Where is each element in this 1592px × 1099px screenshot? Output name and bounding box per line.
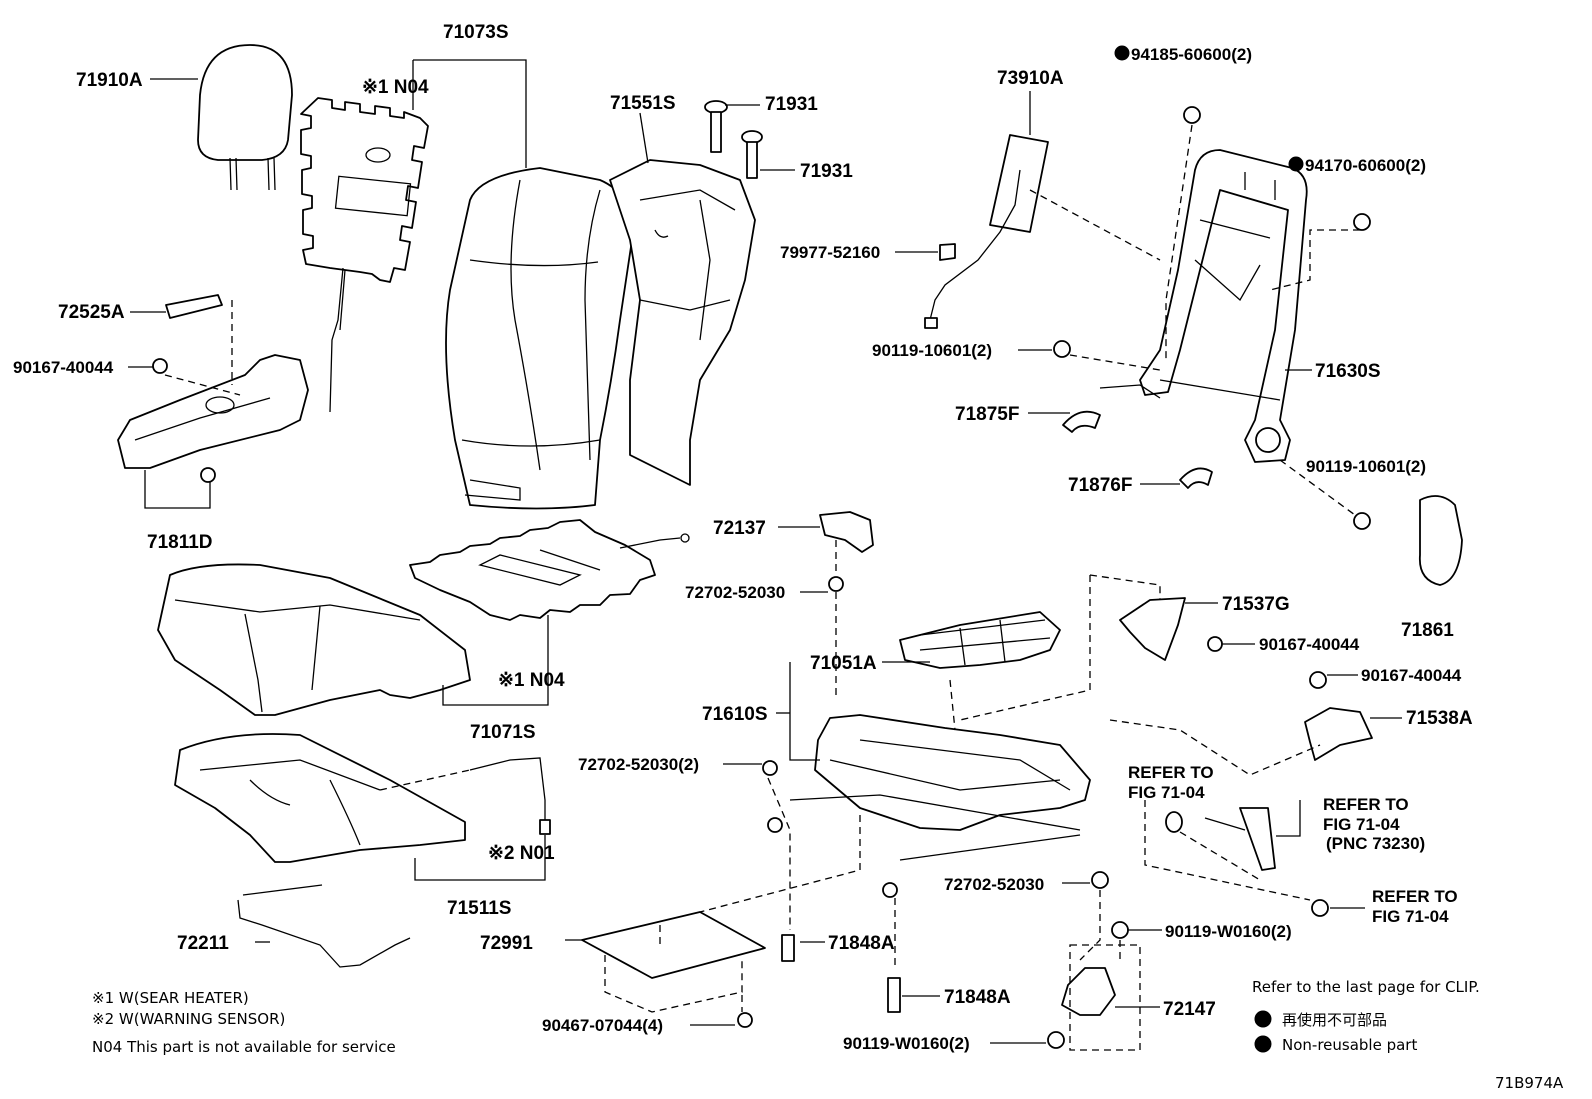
- non-reusable-mark-1: [1114, 45, 1130, 61]
- label-71630S: 71630S: [1315, 361, 1381, 382]
- label-72137: 72137: [713, 518, 766, 539]
- refer-low-line1: REFER TO: [1372, 887, 1458, 906]
- label-90467: 90467-07044(4): [542, 1016, 663, 1035]
- legend-note-2: ※2 W(WARNING SENSOR): [92, 1010, 285, 1028]
- label-90119-10601-upper: 90119-10601(2): [872, 341, 992, 360]
- label-71071S: 71071S: [470, 722, 536, 743]
- cover-72991-drawing: [581, 911, 766, 1013]
- back-frame-drawing: [1099, 149, 1308, 463]
- label-71537G: 71537G: [1222, 594, 1290, 615]
- label-71848A-lower: 71848A: [944, 987, 1011, 1008]
- label-71875F: 71875F: [955, 404, 1019, 425]
- fastener-icons: [737, 106, 1371, 1049]
- refer-belt-line1: REFER TO: [1323, 795, 1409, 814]
- label-71051A: 71051A: [810, 653, 877, 674]
- label-71811D: 71811D: [147, 532, 213, 553]
- label-90119-w0160-lower: 90119-W0160(2): [843, 1034, 970, 1053]
- bracket-72147-drawing: [1061, 967, 1116, 1016]
- refer-low-line2: FIG 71-04: [1372, 907, 1449, 926]
- legend-note-n04: N04 This part is not available for servi…: [92, 1038, 396, 1056]
- bracket-72137-drawing: [819, 511, 874, 553]
- label-90119-w0160-upper: 90119-W0160(2): [1165, 922, 1292, 941]
- back-pad-drawing: [609, 159, 756, 486]
- label-90167-left: 90167-40044: [13, 358, 114, 377]
- sensor-wire-upper: [339, 269, 346, 331]
- seat-frame-drawing: [767, 714, 1091, 898]
- refer-mid-line1: REFER TO: [1128, 763, 1214, 782]
- refer-mid-line2: FIG 71-04: [1128, 783, 1205, 802]
- label-71511S: 71511S: [447, 898, 511, 919]
- side-cover-drawing: [117, 294, 309, 483]
- airbag-drawing: [924, 134, 1049, 329]
- back-cover-drawing: [445, 167, 634, 510]
- bracket-71538A-drawing: [1304, 707, 1373, 761]
- leader-lines: [128, 59, 1402, 1044]
- legend-note-1: ※1 W(SEAR HEATER): [92, 989, 249, 1007]
- label-71931-lower: 71931: [800, 161, 853, 182]
- mark-n04-upper: ※1 N04: [362, 77, 429, 98]
- figure-id: 71B974A: [1495, 1074, 1564, 1092]
- label-71910A: 71910A: [76, 70, 143, 91]
- label-71538A: 71538A: [1406, 708, 1473, 729]
- label-72211: 72211: [177, 933, 229, 954]
- legend-dot-en: [1254, 1035, 1272, 1053]
- label-72702-left: 72702-52030(2): [578, 755, 699, 774]
- label-90167-right: 90167-40044: [1361, 666, 1462, 685]
- label-72702-upper: 72702-52030: [685, 583, 785, 602]
- label-72525A: 72525A: [58, 302, 125, 323]
- label-90167-mid: 90167-40044: [1259, 635, 1360, 654]
- back-heater-sheet-drawing: [300, 97, 429, 413]
- cover-71861-drawing: [1418, 495, 1463, 586]
- cushion-pad-drawing: [174, 733, 551, 863]
- refer-belt-line2: FIG 71-04: [1323, 815, 1400, 834]
- label-72702-lower: 72702-52030: [944, 875, 1044, 894]
- label-94185: 94185-60600(2): [1131, 45, 1252, 64]
- clip-71848A-drawing: [781, 934, 901, 1013]
- clip-71931-drawing: [704, 100, 763, 179]
- cushion-cover-drawing: [157, 563, 471, 716]
- dashed-assembly-lines: [164, 124, 1360, 1051]
- label-71861: 71861: [1401, 620, 1454, 641]
- legend-non-reusable-jp: 再使用不可部品: [1282, 1011, 1387, 1029]
- label-72147: 72147: [1163, 999, 1216, 1020]
- non-reusable-mark-2: [1288, 156, 1304, 172]
- buckle-drawing: [1165, 807, 1276, 871]
- label-71876F: 71876F: [1068, 475, 1132, 496]
- mark-n04-lower: ※1 N04: [498, 670, 565, 691]
- label-90119-10601-lower: 90119-10601(2): [1306, 457, 1426, 476]
- label-79977: 79977-52160: [780, 243, 880, 262]
- label-73910A: 73910A: [997, 68, 1064, 89]
- label-71610S: 71610S: [702, 704, 768, 725]
- legend-dot-jp: [1254, 1010, 1272, 1028]
- legend-non-reusable-en: Non-reusable part: [1282, 1036, 1417, 1054]
- headrest-drawing: [197, 44, 293, 191]
- wire-72211-drawing: [237, 884, 411, 968]
- clip-note: Refer to the last page for CLIP.: [1252, 978, 1480, 996]
- cushion-heater-sheet-drawing: [409, 519, 690, 621]
- mark-n01: ※2 N01: [488, 843, 555, 864]
- label-72991: 72991: [480, 933, 533, 954]
- refer-belt-line3: (PNC 73230): [1326, 834, 1425, 853]
- bracket-71537G-drawing: [1119, 597, 1186, 661]
- label-71551S: 71551S: [610, 93, 676, 114]
- label-71073S: 71073S: [443, 22, 509, 43]
- label-71848A-upper: 71848A: [828, 933, 895, 954]
- label-94170: 94170-60600(2): [1305, 156, 1426, 175]
- cushion-spring-drawing: [899, 611, 1061, 669]
- label-71931-upper: 71931: [765, 94, 818, 115]
- cap-drawings: [1062, 410, 1213, 489]
